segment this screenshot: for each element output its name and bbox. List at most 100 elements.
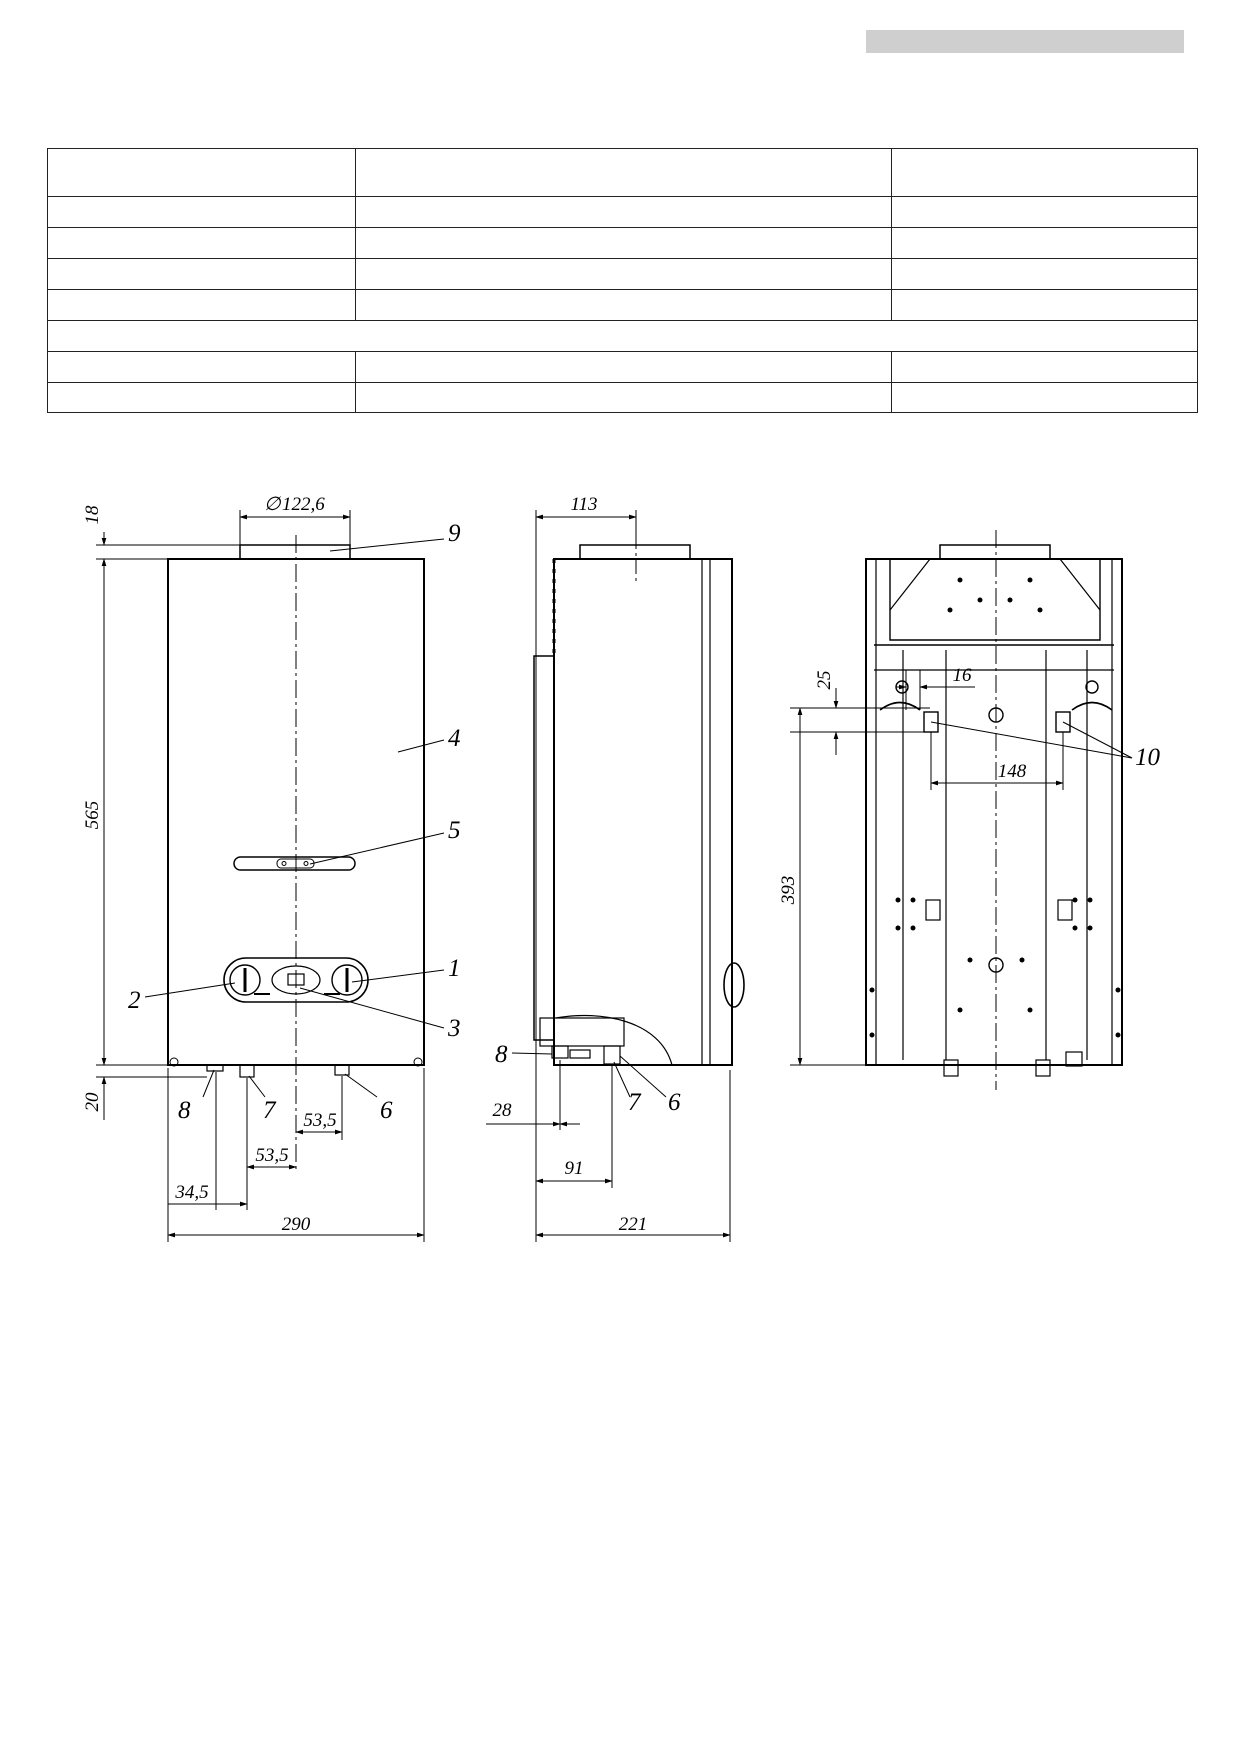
dim-label: 290: [282, 1214, 311, 1235]
outlet-fitting: [239, 1064, 255, 1078]
table-cell: [891, 258, 1198, 290]
leader-6: [344, 1073, 378, 1098]
table-cell: [355, 196, 892, 228]
table-row: [47, 196, 1198, 228]
mounting-bracket: [533, 655, 555, 1041]
dim-label: 565: [82, 801, 103, 830]
frame-slot: [925, 899, 941, 921]
leader-8: [511, 1052, 553, 1055]
callout-2: 2: [128, 987, 141, 1014]
table-header-row: [47, 148, 1198, 197]
rivet-group: [869, 577, 1121, 1038]
casing-foot: [413, 1057, 423, 1067]
back-fitting: [943, 1059, 959, 1077]
front-view: [96, 510, 445, 1242]
callout-9: 9: [448, 520, 461, 547]
dim-label: 53,5: [303, 1110, 336, 1131]
callout-1: 1: [448, 955, 461, 982]
leader-3: [299, 987, 445, 1029]
side-knob: [723, 962, 745, 1008]
table-cell: [47, 227, 356, 259]
callout-7: 7: [263, 1097, 277, 1124]
table-cell: [47, 320, 1198, 352]
front-flue-collar: [239, 544, 351, 560]
shroud-bevel: [889, 558, 1101, 611]
callout-7: 7: [628, 1089, 642, 1116]
table-row: [47, 289, 1198, 321]
leader-10: [930, 721, 1133, 759]
viewing-window: [233, 856, 356, 871]
window-dot: [303, 861, 309, 866]
dim-label: 34,5: [174, 1182, 208, 1203]
back-view-labels: 25 16 148 393 10: [778, 665, 1161, 905]
callout-4: 4: [448, 725, 461, 752]
left-knob: [229, 964, 261, 996]
leader-5: [309, 832, 445, 865]
table-cell: [47, 148, 356, 197]
spec-table: [47, 148, 1198, 413]
display: [287, 973, 305, 986]
leader-7: [248, 1075, 266, 1098]
side-view: [486, 510, 745, 1242]
leader-6: [619, 1055, 667, 1098]
callout-8: 8: [178, 1097, 191, 1124]
dim-label: 393: [778, 876, 799, 906]
table-row: [47, 382, 1198, 413]
hook-right: [1071, 701, 1113, 711]
back-fitting: [1035, 1059, 1051, 1077]
side-outlet-fitting: [603, 1045, 621, 1065]
dim-label: 20: [82, 1092, 103, 1112]
display-surround: [271, 965, 321, 995]
hook-left: [879, 701, 921, 711]
inner-pipe: [555, 1014, 673, 1066]
table-cell: [47, 351, 356, 383]
technical-drawing: ∅ 122,6 18 565 20 290 34,5 53,5 53,5 9 4…: [82, 494, 1161, 1242]
leader-9: [329, 538, 445, 552]
callout-10: 10: [1135, 744, 1161, 771]
dim-label: 113: [570, 494, 597, 515]
dim-label: 18: [82, 505, 103, 525]
table-cell: [891, 382, 1198, 413]
table-cell: [891, 289, 1198, 321]
table-cell: [47, 289, 356, 321]
table-cell: [355, 258, 892, 290]
center-hole: [988, 707, 1004, 723]
table-span-row: [47, 320, 1198, 352]
dim-label: 53,5: [255, 1145, 288, 1166]
table-cell: [891, 196, 1198, 228]
dim-label: 91: [565, 1158, 584, 1179]
bottom-assembly: [539, 1017, 625, 1047]
inlet-fitting: [334, 1064, 350, 1076]
back-flue-collar: [939, 544, 1051, 560]
side-gas-fitting: [551, 1045, 569, 1059]
lower-hole: [988, 957, 1004, 973]
table-cell: [355, 227, 892, 259]
side-view-labels: 113 28 91 221 8 7 6: [493, 494, 682, 1235]
table-cell: [891, 227, 1198, 259]
casing-foot: [169, 1057, 179, 1067]
frame-slot: [1057, 899, 1073, 921]
dim-label: 25: [814, 671, 835, 690]
back-view: [790, 530, 1133, 1090]
table-cell: [355, 148, 892, 197]
table-row: [47, 227, 1198, 259]
window-dot: [281, 861, 287, 866]
side-flue-collar: [579, 544, 691, 560]
front-view-labels: ∅ 122,6 18 565 20 290 34,5 53,5 53,5 9 4…: [82, 494, 461, 1235]
dim-label: 28: [493, 1100, 513, 1121]
table-cell: [891, 351, 1198, 383]
callout-3: 3: [447, 1015, 461, 1042]
table-cell: [355, 382, 892, 413]
callout-6: 6: [380, 1097, 393, 1124]
dim-label: 16: [953, 665, 973, 686]
table-cell: [47, 382, 356, 413]
top-shroud: [889, 558, 1101, 641]
side-casing: [553, 558, 733, 1066]
side-valve: [569, 1049, 591, 1059]
leader-1: [351, 969, 445, 983]
leader-4: [397, 739, 445, 753]
leader-10: [1062, 721, 1133, 759]
table-row: [47, 258, 1198, 290]
table-cell: [47, 196, 356, 228]
header-gray-bar: [866, 30, 1184, 53]
